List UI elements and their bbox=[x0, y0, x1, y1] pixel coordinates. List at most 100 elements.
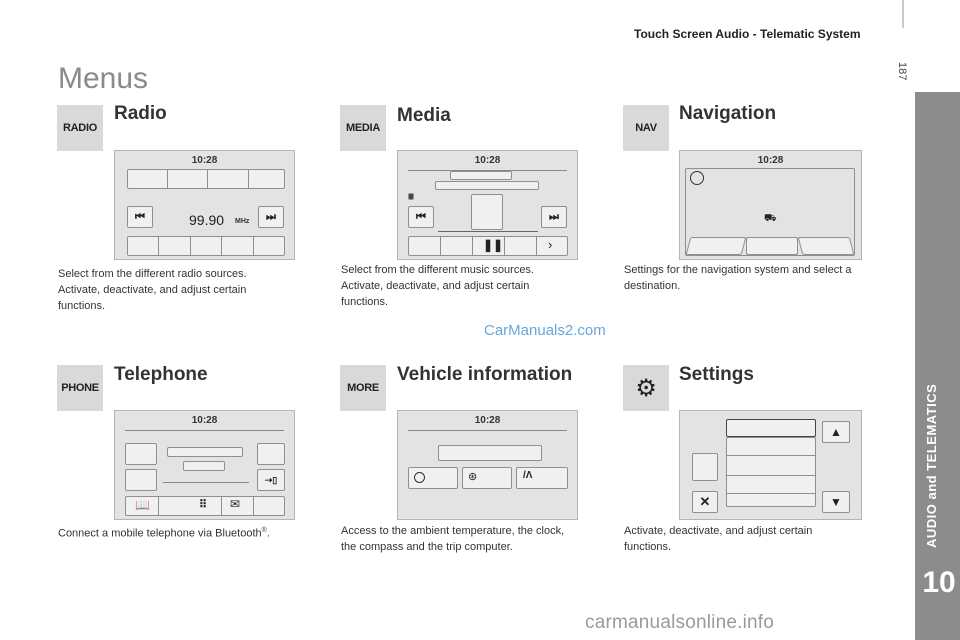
transfer-icon: ⇢▯ bbox=[257, 469, 285, 491]
contacts-book-icon: 📖 bbox=[135, 498, 150, 512]
trip-tile bbox=[516, 467, 568, 489]
media-title: Media bbox=[397, 105, 451, 126]
source-bar bbox=[127, 236, 285, 256]
scroll-up-icon: ▲ bbox=[822, 421, 850, 443]
preset-divider bbox=[207, 169, 208, 189]
phone-menu-bar bbox=[125, 496, 285, 516]
transport-divider bbox=[472, 236, 473, 256]
screen-clock: 10:28 bbox=[191, 155, 218, 166]
transport-bar bbox=[408, 236, 568, 256]
screen-rule bbox=[125, 430, 284, 431]
settings-list bbox=[726, 437, 816, 507]
compass-icon: ⊛ bbox=[468, 471, 478, 483]
phone-key bbox=[125, 443, 157, 465]
telephone-title: Telephone bbox=[114, 364, 208, 385]
phone-key bbox=[125, 469, 157, 491]
nav-tab bbox=[746, 237, 798, 255]
screen-rule bbox=[408, 430, 567, 431]
media-source-icon bbox=[408, 193, 414, 200]
progress-track bbox=[438, 231, 538, 232]
footer-watermark: carmanualsonline.info bbox=[585, 612, 775, 633]
source-divider bbox=[221, 236, 222, 256]
compass-tile bbox=[462, 467, 512, 489]
radio-unit: MHz bbox=[235, 218, 250, 225]
phone-rule bbox=[163, 482, 249, 483]
settings-row-divider bbox=[726, 475, 816, 476]
navigation-screen: 10:28 ⛟ bbox=[679, 150, 862, 260]
artist-bar bbox=[435, 181, 539, 190]
clock-icon bbox=[414, 472, 425, 483]
keypad-icon: ⠿ bbox=[199, 499, 208, 511]
settings-row bbox=[726, 419, 816, 437]
road-icon: /Λ bbox=[523, 470, 533, 481]
phone-divider bbox=[253, 496, 254, 516]
transport-divider bbox=[440, 236, 441, 256]
nav-tab bbox=[685, 237, 747, 255]
chapter-sidebar bbox=[915, 92, 960, 640]
media-button-badge: MEDIA bbox=[340, 105, 386, 151]
transport-divider bbox=[536, 236, 537, 256]
compass-icon bbox=[690, 171, 704, 185]
navigation-title: Navigation bbox=[679, 103, 777, 124]
screen-clock: 10:28 bbox=[757, 155, 784, 166]
vehicle-description: Access to the ambient temperature, the c… bbox=[341, 525, 565, 553]
page-number: 187 bbox=[896, 62, 908, 81]
radio-title: Radio bbox=[114, 103, 167, 124]
number-bar bbox=[183, 461, 225, 471]
next-icon: ⏭ bbox=[541, 206, 567, 228]
telephone-screen: 10:28 ⇢▯ 📖 ⠿ ✉ bbox=[114, 410, 295, 520]
close-icon: ✕ bbox=[692, 491, 718, 513]
chapter-label: AUDIO and TELEMATICS bbox=[924, 383, 939, 548]
screen-rule bbox=[408, 170, 567, 171]
message-icon: ✉ bbox=[230, 497, 241, 511]
navigation-description: Settings for the navigation system and s… bbox=[624, 264, 852, 292]
radio-frequency: 99.90 bbox=[189, 212, 225, 228]
preset-bar bbox=[127, 169, 285, 189]
gears-icon: ⚙ bbox=[623, 365, 669, 411]
media-description: Select from the different music sources.… bbox=[341, 264, 534, 308]
page-heading: Menus bbox=[58, 62, 149, 95]
screen-clock: 10:28 bbox=[474, 155, 501, 166]
phone-key bbox=[257, 443, 285, 465]
settings-tile bbox=[692, 453, 718, 481]
phone-divider bbox=[221, 496, 222, 516]
settings-screen: ✕ ▲ ▼ bbox=[679, 410, 862, 520]
nav-tab bbox=[797, 237, 855, 255]
source-divider bbox=[190, 236, 191, 256]
phone-button-badge: PHONE bbox=[57, 365, 103, 411]
radio-description: Select from the different radio sources.… bbox=[58, 268, 247, 312]
album-art bbox=[471, 194, 503, 230]
chapter-number: 10 bbox=[922, 566, 956, 599]
vehicle-screen: 10:28 ⊛ /Λ bbox=[397, 410, 578, 520]
phone-divider bbox=[158, 496, 159, 516]
media-screen: 10:28 ⏮ ⏭ ❚❚ › bbox=[397, 150, 578, 260]
watermark-text: CarManuals2.com bbox=[484, 322, 606, 339]
screen-clock: 10:28 bbox=[191, 415, 218, 426]
track-bar bbox=[450, 171, 512, 180]
settings-description: Activate, deactivate, and adjust certain… bbox=[624, 525, 813, 553]
radio-screen: 10:28 ⏮ 99.90 MHz ⏭ bbox=[114, 150, 295, 260]
screen-clock: 10:28 bbox=[474, 415, 501, 426]
header-tick bbox=[902, 0, 904, 28]
source-divider bbox=[158, 236, 159, 256]
vehicle-information-title: Vehicle information bbox=[397, 364, 573, 385]
source-divider bbox=[253, 236, 254, 256]
preset-divider bbox=[248, 169, 249, 189]
settings-title: Settings bbox=[679, 364, 754, 385]
chevron-right-icon: › bbox=[548, 237, 553, 252]
pause-icon: ❚❚ bbox=[483, 238, 504, 252]
next-icon: ⏭ bbox=[258, 206, 284, 228]
running-header: Touch Screen Audio - Telematic System bbox=[634, 27, 861, 41]
settings-row-divider bbox=[726, 493, 816, 494]
preset-divider bbox=[167, 169, 168, 189]
more-button-badge: MORE bbox=[340, 365, 386, 411]
nav-button-badge: NAV bbox=[623, 105, 669, 151]
vehicle-position-icon: ⛟ bbox=[764, 213, 777, 224]
scroll-down-icon: ▼ bbox=[822, 491, 850, 513]
contact-bar bbox=[167, 447, 243, 457]
telephone-description: Connect a mobile telephone via Bluetooth… bbox=[58, 527, 270, 540]
previous-icon: ⏮ bbox=[408, 206, 434, 228]
info-bar bbox=[438, 445, 542, 461]
previous-icon: ⏮ bbox=[127, 206, 153, 228]
radio-button-badge: RADIO bbox=[57, 105, 103, 151]
